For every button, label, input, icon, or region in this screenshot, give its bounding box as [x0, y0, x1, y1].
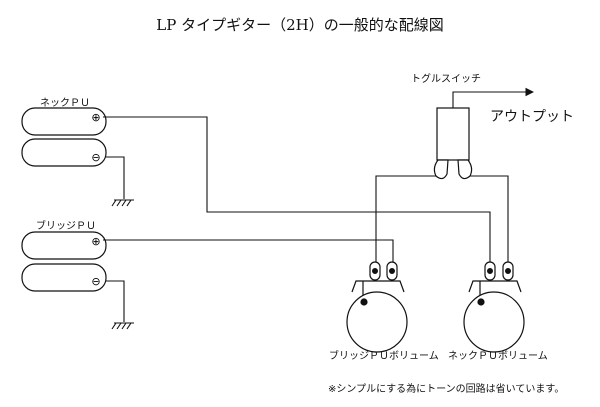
neck-ground-symbol	[106, 156, 134, 207]
title: LP タイプギター（2H）の一般的な配線図	[156, 16, 444, 34]
bridge-volume-label: ブリッジＰＵボリューム	[329, 351, 439, 362]
bridge-pickup-label: ブリッジＰＵ	[36, 221, 96, 232]
switch-to-neck-wire	[460, 175, 509, 270]
neck-pickup-label: ネックＰＵ	[40, 98, 90, 109]
bridge-pot-ground-dot	[360, 298, 368, 306]
neck-minus-symbol: ⊖	[91, 151, 100, 164]
bridge-ground-symbol	[106, 280, 134, 330]
bridge-minus-symbol: ⊖	[91, 275, 100, 288]
toggle-switch-lug-left	[433, 159, 449, 180]
bridge-pickup	[21, 231, 107, 292]
output-label: アウトプット	[490, 109, 574, 125]
neck-plus-symbol: ⊕	[91, 111, 100, 124]
bridge-volume-pot	[346, 261, 408, 353]
switch-to-bridge-wire	[375, 175, 436, 270]
bridge-plus-symbol: ⊕	[91, 235, 100, 248]
neck-volume-label: ネックＰＵボリューム	[448, 351, 548, 362]
footnote: ※シンプルにする為にトーンの回路は省いています。	[328, 384, 565, 395]
bridge-pickup-coil-top	[21, 231, 107, 260]
toggle-switch	[433, 107, 473, 180]
neck-hot-wire	[103, 116, 491, 270]
wires	[103, 87, 535, 270]
toggle-switch-body	[436, 107, 470, 161]
neck-pickup	[21, 107, 107, 167]
neck-pickup-coil-top	[21, 107, 107, 136]
toggle-switch-label: トグルスイッチ	[411, 74, 481, 85]
bridge-pot-body	[346, 291, 408, 353]
output-wire	[452, 91, 462, 108]
neck-volume-pot	[463, 261, 525, 353]
neck-pot-body	[463, 291, 525, 353]
bridge-pot-bracket	[351, 280, 405, 293]
neck-pickup-coil-bottom	[21, 138, 107, 167]
neck-pot-bracket	[468, 280, 522, 293]
bridge-hot-wire	[103, 239, 394, 270]
neck-pot-ground-dot	[477, 298, 485, 306]
toggle-switch-lug-right	[457, 159, 473, 180]
bridge-pickup-coil-bottom	[21, 263, 107, 292]
